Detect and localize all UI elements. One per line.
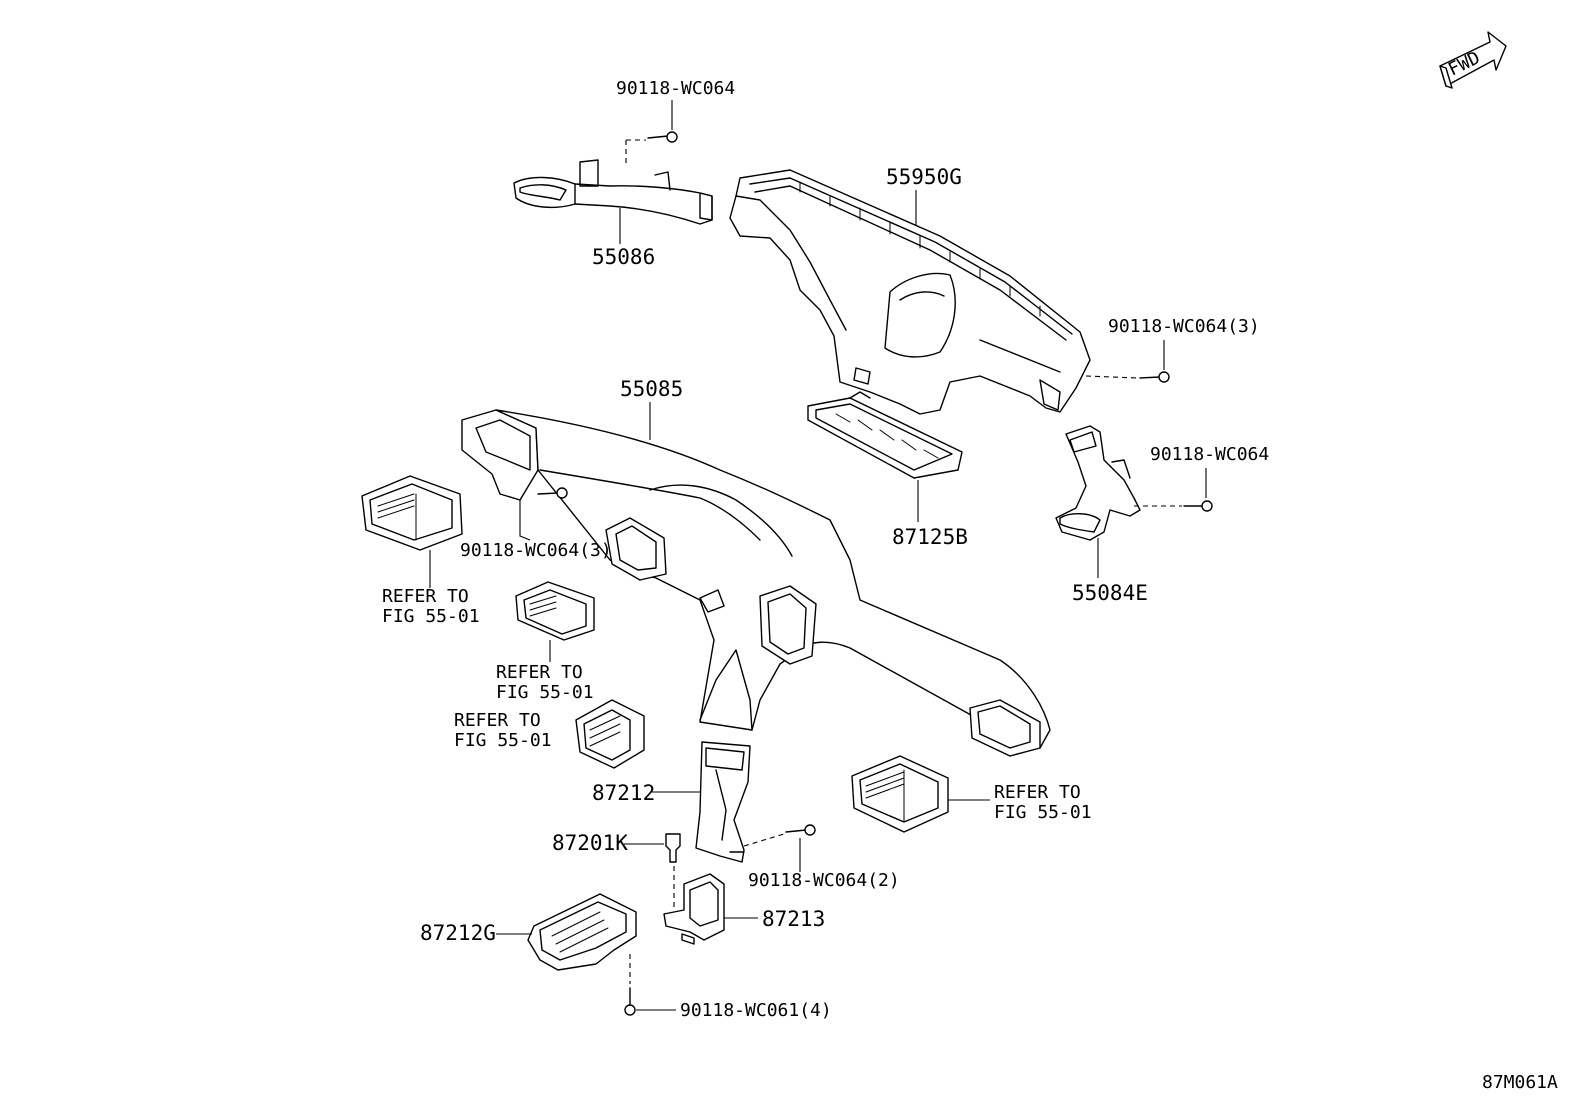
vent-left-mid — [515, 581, 595, 641]
duct-55086 — [513, 159, 713, 225]
duct-55950g — [729, 169, 1091, 415]
label-55085: 55085 — [620, 377, 683, 401]
bracket-87213 — [663, 873, 725, 945]
refer-2-line1: REFER TO — [496, 662, 583, 683]
refer-1-line1: REFER TO — [382, 586, 469, 607]
label-87212g: 87212G — [420, 921, 496, 945]
refer-4-line2: FIG 55-01 — [994, 802, 1092, 823]
screw-right-icon — [1183, 500, 1213, 512]
screw-bottom4-icon — [624, 987, 636, 1016]
vent-center-small — [575, 699, 645, 769]
screw-top-icon — [647, 131, 678, 143]
vent-right — [851, 755, 949, 833]
label-87212: 87212 — [592, 781, 655, 805]
screw-right3-icon — [1139, 371, 1170, 383]
label-87125b: 87125B — [892, 525, 968, 549]
duct-55084e — [1055, 425, 1141, 541]
label-90118-wc064-right: 90118-WC064 — [1150, 444, 1269, 465]
refer-3-line1: REFER TO — [454, 710, 541, 731]
screw-left3-icon — [537, 487, 568, 499]
vent-87212g — [527, 893, 637, 971]
label-55950g: 55950G — [886, 165, 962, 189]
label-87201k: 87201K — [552, 831, 628, 855]
label-87213: 87213 — [762, 907, 825, 931]
label-90118-wc064-top: 90118-WC064 — [616, 78, 735, 99]
refer-1-line2: FIG 55-01 — [382, 606, 480, 627]
screw-mid2-icon — [785, 824, 816, 836]
panel-87125b — [807, 391, 963, 479]
label-90118-wc064-3-right: 90118-WC064(3) — [1108, 316, 1260, 337]
figure-code: 87M061A — [1482, 1072, 1558, 1093]
fwd-arrow-icon: FWD — [1439, 31, 1507, 89]
refer-2-line2: FIG 55-01 — [496, 682, 594, 703]
label-55086: 55086 — [592, 245, 655, 269]
vent-left-top — [361, 475, 463, 551]
label-90118-wc064-2: 90118-WC064(2) — [748, 870, 900, 891]
label-55084e: 55084E — [1072, 581, 1148, 605]
label-90118-wc061-4: 90118-WC061(4) — [680, 1000, 832, 1021]
refer-4-line1: REFER TO — [994, 782, 1081, 803]
clip-87201k-icon — [665, 833, 681, 863]
duct-87212 — [695, 741, 751, 863]
refer-3-line2: FIG 55-01 — [454, 730, 552, 751]
duct-55085 — [461, 409, 1051, 757]
label-90118-wc064-3-left: 90118-WC064(3) — [460, 540, 612, 561]
